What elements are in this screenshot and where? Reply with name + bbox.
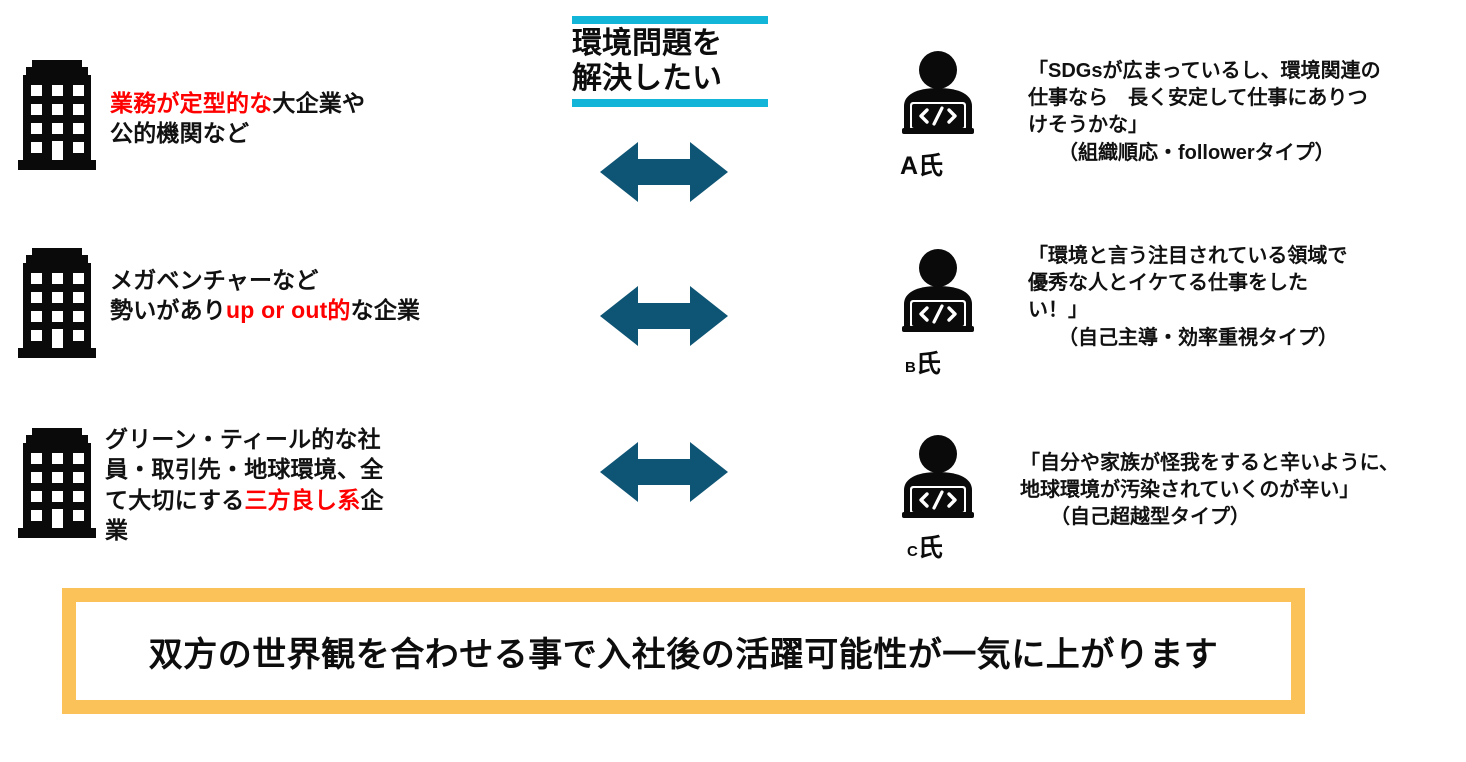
building-roof-cap <box>32 60 82 67</box>
quote-c-text: 「自分や家族が怪我をすると辛いように、 地球環境が汚染されていくのが辛い」 <box>1020 452 1399 502</box>
company-highlight-a: 業務が定型的な <box>110 90 273 116</box>
quote-b: 「環境と言う注目されている領域で 優秀な人とイケてる仕事をした い！」 （自己主導… <box>1028 243 1458 352</box>
company-description-a: 業務が定型的な大企業や 公的機関など <box>110 88 510 149</box>
building-roof-cap <box>32 248 82 255</box>
building-window <box>72 85 84 97</box>
center-header-text: 環境問題を 解決したい <box>572 27 722 95</box>
building-window <box>30 104 42 116</box>
company-description-b: メガベンチャーなど 勢いがありup or out的な企業 <box>110 265 510 326</box>
building-base <box>18 528 96 538</box>
building-window <box>51 104 63 116</box>
quote-a-text: 「SDGsが広まっているし、環境関連の 仕事なら 長く安定して仕事にありつ けそ… <box>1028 60 1381 137</box>
quote-a: 「SDGsが広まっているし、環境関連の 仕事なら 長く安定して仕事にありつ けそ… <box>1028 58 1458 167</box>
developer-person-icon-b <box>896 248 980 336</box>
company-plain-c-post: 企 業 <box>105 486 384 544</box>
building-body <box>23 443 91 528</box>
building-body <box>23 75 91 160</box>
quote-b-type: （自己主導・効率重視タイプ） <box>1058 326 1338 349</box>
building-window <box>51 273 63 285</box>
center-header: 環境問題を 解決したい <box>572 16 768 107</box>
building-window <box>51 122 63 134</box>
person-label-b-prefix: B <box>905 359 916 376</box>
building-window <box>51 85 63 97</box>
double-arrow-c <box>600 440 728 504</box>
company-highlight-b: up or out的 <box>226 297 351 324</box>
building-window <box>30 292 42 304</box>
building-window <box>72 453 84 465</box>
building-door <box>51 329 63 348</box>
summary-banner: 双方の世界観を合わせる事で入社後の活躍可能性が一気に上がります <box>62 588 1305 714</box>
building-body <box>23 263 91 348</box>
building-window <box>72 122 84 134</box>
company-plain-a: 大企業や 公的機関など <box>110 90 366 147</box>
summary-banner-text: 双方の世界観を合わせる事で入社後の活躍可能性が一気に上がります <box>148 635 1219 674</box>
quote-c: 「自分や家族が怪我をすると辛いように、 地球環境が汚染されていくのが辛い」 （自己… <box>1020 450 1466 532</box>
building-icon <box>18 428 96 538</box>
developer-person-icon-a <box>896 50 980 138</box>
person-label-c-prefix: C <box>907 543 918 560</box>
building-window <box>30 329 42 341</box>
building-window <box>30 453 42 465</box>
building-icon <box>18 248 96 358</box>
building-window <box>51 490 63 502</box>
building-window <box>30 122 42 134</box>
building-roof <box>26 255 88 263</box>
person-label-a-prefix: A <box>900 152 919 180</box>
building-window <box>30 85 42 97</box>
building-window <box>30 490 42 502</box>
building-window <box>30 472 42 484</box>
quote-b-text: 「環境と言う注目されている領域で 優秀な人とイケてる仕事をした い！」 <box>1028 245 1348 322</box>
building-window <box>30 141 42 153</box>
company-highlight-c: 三方良し系 <box>244 486 361 513</box>
building-window <box>72 509 84 521</box>
building-door <box>51 141 63 160</box>
person-label-b: B氏 <box>905 344 941 380</box>
building-window <box>51 472 63 484</box>
company-plain-b-post: な企業 <box>350 297 421 324</box>
building-window <box>72 104 84 116</box>
person-label-c-suffix: 氏 <box>917 534 943 562</box>
header-top-bar <box>572 16 768 24</box>
building-window <box>72 310 84 322</box>
building-window <box>72 141 84 153</box>
building-window <box>30 273 42 285</box>
building-window <box>30 509 42 521</box>
building-icon <box>18 60 96 170</box>
quote-a-type: （組織順応・followerタイプ） <box>1058 141 1335 164</box>
building-door <box>51 509 63 528</box>
building-base <box>18 348 96 358</box>
double-arrow-a <box>600 140 728 204</box>
header-bottom-bar <box>572 98 768 107</box>
building-window <box>72 292 84 304</box>
person-label-a: A氏 <box>900 146 943 182</box>
building-window <box>72 273 84 285</box>
building-window <box>51 453 63 465</box>
double-arrow-b <box>600 284 728 348</box>
company-description-c: グリーン・ティール的な社 員・取引先・地球環境、全 て大切にする三方良し系企 業 <box>105 424 435 545</box>
building-window <box>51 292 63 304</box>
building-window <box>72 472 84 484</box>
person-label-b-suffix: 氏 <box>915 350 941 378</box>
person-label-a-suffix: 氏 <box>918 152 944 180</box>
quote-c-type: （自己超越型タイプ） <box>1050 506 1250 529</box>
building-roof <box>26 67 88 75</box>
company-plain-c-pre: グリーン・ティール的な社 員・取引先・地球環境、全 て大切にする <box>105 426 384 513</box>
building-base <box>18 160 96 170</box>
developer-person-icon-c <box>896 434 980 522</box>
company-plain-b-pre: メガベンチャーなど 勢いがあり <box>110 267 319 324</box>
building-window <box>30 310 42 322</box>
building-window <box>72 329 84 341</box>
building-window <box>72 490 84 502</box>
building-roof <box>26 435 88 443</box>
person-label-c: C氏 <box>907 528 943 564</box>
building-window <box>51 310 63 322</box>
building-roof-cap <box>32 428 82 435</box>
